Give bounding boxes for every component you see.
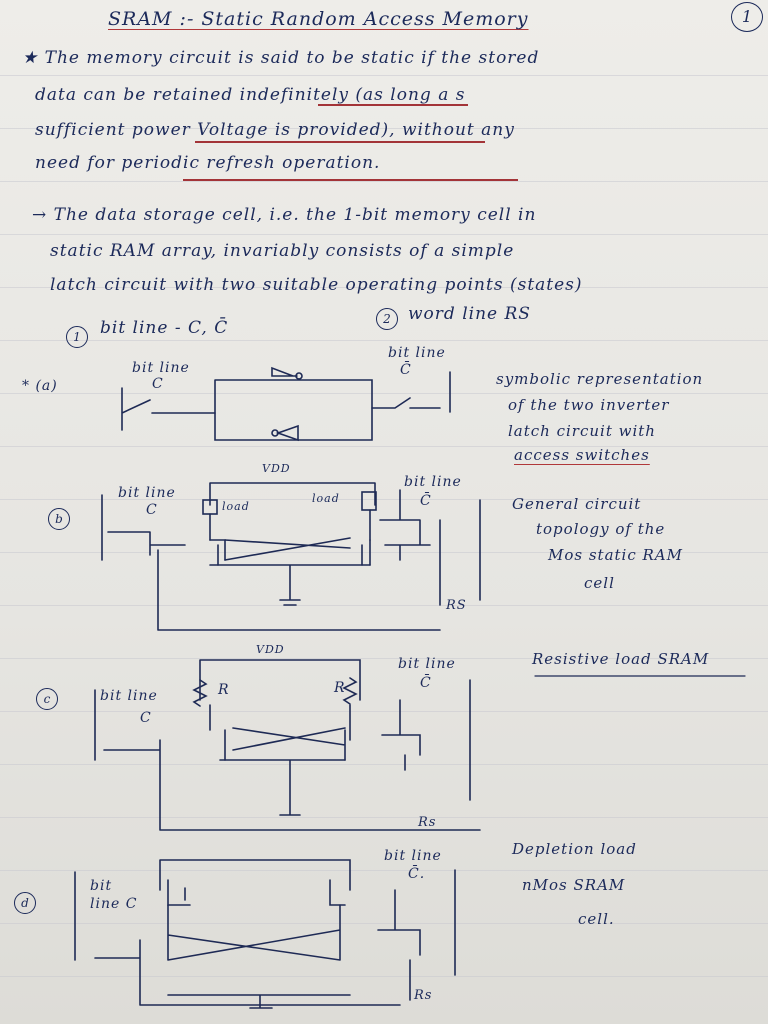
figure-a-marker: * (a) (22, 378, 58, 394)
circuit-c (94, 659, 481, 831)
circuit-b (101, 482, 481, 631)
figure-b-desc-3: Mos static RAM (548, 546, 684, 564)
figure-c-bitline-right: bit line (398, 656, 456, 672)
figure-b-load-left: load (222, 500, 250, 513)
figure-a-bitline-left-c: C (152, 376, 164, 392)
figure-b-desc-1: General circuit (512, 495, 642, 513)
storage-line-1: → The data storage cell, i.e. the 1-bit … (32, 205, 537, 225)
figure-a-desc-3: latch circuit with (508, 422, 656, 440)
figure-c-r-left: R (218, 682, 230, 698)
figure-b-desc-2: topology of the (536, 520, 666, 538)
figure-a-desc-2: of the two inverter (508, 396, 670, 414)
figure-c-marker: c (36, 688, 58, 710)
figure-a-desc-1: symbolic representation (496, 370, 704, 388)
item-1-text: bit line - C, C̄ (100, 318, 229, 338)
figure-c-desc-1: Resistive load SRAM (532, 650, 710, 668)
storage-line-2: static RAM array, invariably consists of… (50, 241, 515, 261)
circuit-d (74, 859, 456, 1009)
storage-line-3: latch circuit with two suitable operatin… (50, 275, 583, 295)
figure-d-desc-1: Depletion load (512, 840, 637, 858)
underline-power (195, 141, 485, 143)
item-1-number: 1 (66, 326, 88, 348)
figure-d-bitline-right: bit line (384, 848, 442, 864)
figure-d-bitline-left-c: line C (90, 896, 138, 912)
figure-b-bitline-right: bit line (404, 474, 462, 490)
figure-b-rs: RS (446, 598, 467, 613)
figure-b-desc-4: cell (584, 574, 615, 592)
figure-d-desc-3: cell. (578, 910, 615, 928)
figure-c-bitline-left-c: C (140, 710, 152, 726)
intro-line-2: data can be retained indefinitely (as lo… (35, 85, 466, 105)
figure-c-vdd: VDD (256, 643, 285, 656)
figure-a-bitline-right-c: C̄ (400, 362, 412, 378)
figure-d-desc-2: nMos SRAM (522, 876, 626, 894)
figure-a-bitline-right: bit line (388, 345, 446, 361)
figure-c-bitline-left: bit line (100, 688, 158, 704)
figure-d-bitline-right-c: C̄. (408, 866, 426, 882)
figure-b-marker: b (48, 508, 70, 530)
figure-c-r-right: R (334, 680, 346, 696)
intro-line-3: sufficient power Voltage is provided), w… (35, 120, 515, 140)
page-number: 1 (731, 2, 763, 32)
figure-d-marker: d (14, 892, 36, 914)
circuit-a (121, 366, 451, 442)
item-2-text: word line RS (408, 304, 531, 324)
figure-b-vdd: VDD (262, 462, 291, 475)
figure-d-rs: Rs (414, 988, 433, 1003)
intro-line-1: ★ The memory circuit is said to be stati… (22, 48, 540, 68)
underline-indefinitely (318, 104, 468, 106)
figure-a-desc-4: access switches (514, 446, 650, 464)
figure-c-rs: Rs (418, 815, 437, 830)
figure-b-load-right: load (312, 492, 340, 505)
page-title: SRAM :- Static Random Access Memory (108, 8, 529, 30)
figure-b-bitline-left: bit line (118, 485, 176, 501)
figure-d-bitline-left: bit (90, 878, 113, 894)
figure-b-bitline-left-c: C (146, 502, 158, 518)
figure-b-bitline-right-c: C̄ (420, 493, 432, 509)
intro-line-4: need for periodic refresh operation. (35, 153, 381, 173)
item-2-number: 2 (376, 308, 398, 330)
figure-c-bitline-right-c: C̄ (420, 675, 432, 691)
underline-refresh (183, 179, 518, 181)
figure-a-bitline-left: bit line (132, 360, 190, 376)
